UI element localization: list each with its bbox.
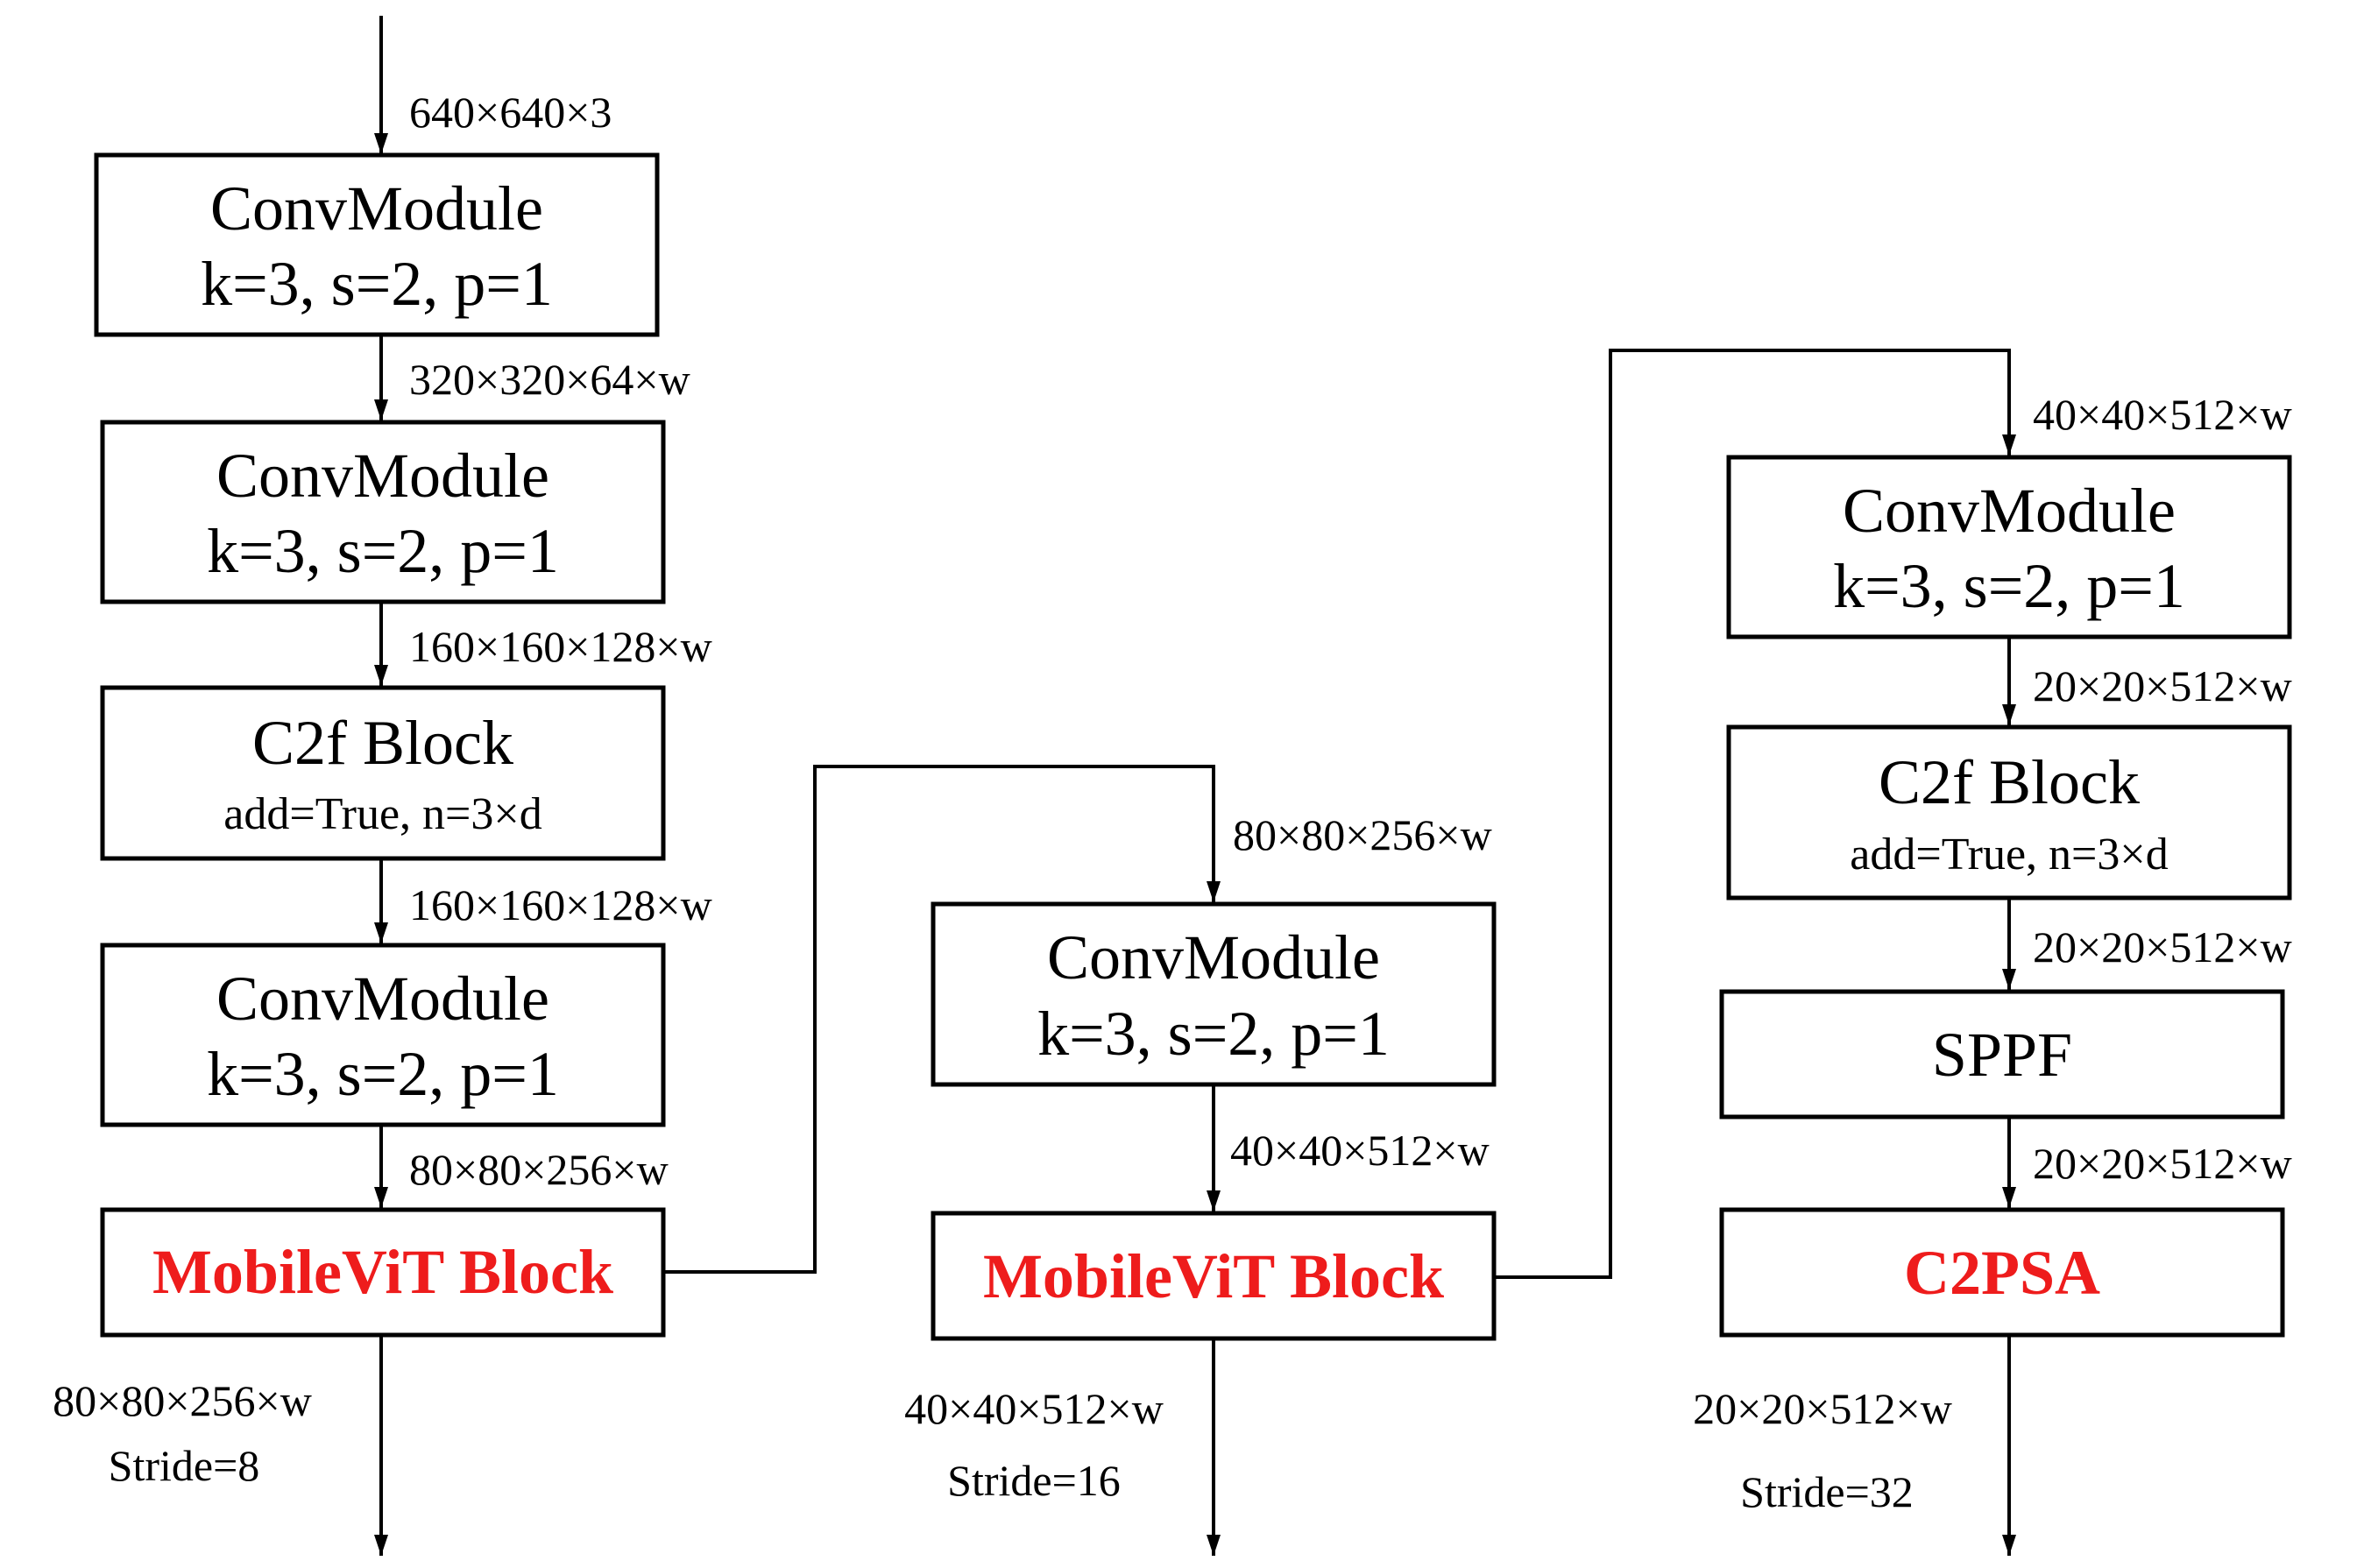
block-params: add=True, n=3×d bbox=[223, 789, 541, 839]
dim-label: 20×20×512×w bbox=[2033, 1139, 2292, 1188]
dim-label: 40×40×512×w bbox=[2033, 390, 2292, 439]
connector-2-3 bbox=[1494, 349, 2016, 1279]
block-title: SPPF bbox=[1932, 1020, 2072, 1090]
conv-module-block bbox=[100, 420, 666, 604]
stride-label: Stride=32 bbox=[1740, 1467, 1914, 1516]
block-params: k=3, s=2, p=1 bbox=[201, 249, 553, 319]
output-dim-label: 80×80×256×w bbox=[53, 1376, 312, 1425]
block-title: ConvModule bbox=[210, 173, 543, 244]
mobilevit-block bbox=[100, 1207, 666, 1338]
output-dim-label: 40×40×512×w bbox=[904, 1384, 1164, 1433]
c2f-block bbox=[100, 685, 666, 861]
dim-label: 640×640×3 bbox=[409, 88, 612, 137]
output-dim-label: 20×20×512×w bbox=[1693, 1384, 1952, 1433]
c2f-block bbox=[1726, 724, 2292, 901]
block-title: ConvModule bbox=[216, 441, 549, 511]
dim-label: 160×160×128×w bbox=[409, 880, 712, 929]
dim-label: 40×40×512×w bbox=[1230, 1126, 1490, 1175]
dim-label: 160×160×128×w bbox=[409, 622, 712, 671]
block-title: MobileViT Block bbox=[983, 1241, 1444, 1311]
stride-label: Stride=8 bbox=[109, 1441, 260, 1490]
block-title: ConvModule bbox=[1047, 922, 1380, 992]
block-params: k=3, s=2, p=1 bbox=[1037, 999, 1390, 1069]
conv-module-block bbox=[94, 152, 660, 337]
block-params: add=True, n=3×d bbox=[1850, 830, 2168, 879]
block-title: C2f Block bbox=[252, 708, 513, 778]
column-3: 40×40×512×w ConvModule k=3, s=2, p=1 20×… bbox=[1693, 390, 2292, 1556]
c2psa-block bbox=[1719, 1207, 2285, 1338]
dim-label: 80×80×256×w bbox=[409, 1145, 669, 1194]
dim-label: 320×320×64×w bbox=[409, 355, 690, 404]
dim-label: 20×20×512×w bbox=[2033, 922, 2292, 971]
column-2: 80×80×256×w ConvModule k=3, s=2, p=1 40×… bbox=[904, 810, 1497, 1556]
conv-module-block bbox=[100, 943, 666, 1127]
block-params: k=3, s=2, p=1 bbox=[207, 1039, 559, 1109]
connector-1-2 bbox=[663, 765, 1221, 1274]
block-title: C2PSA bbox=[1904, 1238, 2100, 1308]
block-params: k=3, s=2, p=1 bbox=[1833, 551, 2185, 621]
block-title: ConvModule bbox=[1843, 476, 2176, 546]
stride-label: Stride=16 bbox=[947, 1456, 1121, 1505]
block-title: ConvModule bbox=[216, 964, 549, 1034]
dim-label: 20×20×512×w bbox=[2033, 661, 2292, 710]
block-title: C2f Block bbox=[1879, 747, 2140, 817]
dim-label: 80×80×256×w bbox=[1233, 810, 1492, 859]
block-title: MobileViT Block bbox=[152, 1237, 613, 1307]
conv-module-block bbox=[931, 901, 1497, 1087]
sppf-block bbox=[1719, 989, 2285, 1119]
block-params: k=3, s=2, p=1 bbox=[207, 516, 559, 586]
conv-module-block bbox=[1726, 455, 2292, 639]
mobilevit-block bbox=[931, 1211, 1497, 1341]
column-1: 640×640×3 ConvModule k=3, s=2, p=1 320×3… bbox=[53, 16, 712, 1556]
